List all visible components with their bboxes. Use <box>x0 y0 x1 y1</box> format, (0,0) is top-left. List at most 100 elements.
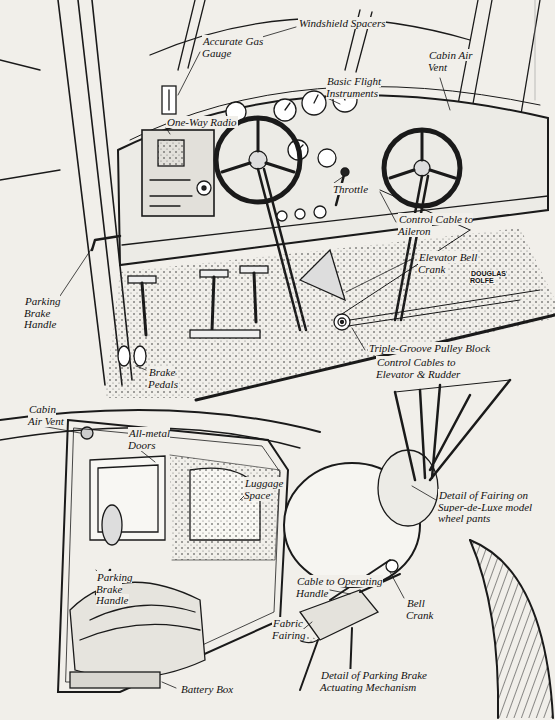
flight-instruments-stroke <box>318 149 336 167</box>
leader-lines-stroke <box>162 682 176 688</box>
part-label: Accurate Gas Gauge <box>202 36 264 59</box>
brake-mechanism-stroke <box>386 560 398 572</box>
bell-crank-and-pulley-stroke <box>342 230 540 326</box>
one-way-radio-stroke <box>202 186 206 190</box>
one-way-radio-stroke <box>158 140 184 166</box>
part-label: Detail of Parking Brake Actuating Mechan… <box>320 670 432 693</box>
wheel-pant-stroke <box>395 380 510 392</box>
throttle-stroke <box>295 209 305 219</box>
bell-crank-and-pulley-stroke <box>300 250 345 300</box>
part-label-text: Cabin Air Vent <box>428 49 473 73</box>
signature-text: DOUGLAS ROLFE <box>470 270 506 284</box>
leader-lines-stroke <box>440 78 450 110</box>
battery-box-stroke <box>70 672 160 688</box>
leader-lines-stroke <box>390 572 404 598</box>
leader-lines-stroke <box>136 366 146 370</box>
leader-lines-stroke <box>166 128 170 134</box>
rudder-pedals-stroke <box>142 283 146 335</box>
brake-pedals-stroke <box>134 346 146 366</box>
part-label: Throttle <box>332 184 392 196</box>
gas-gauge-stroke <box>168 90 169 110</box>
gas-gauge-stroke <box>162 86 176 114</box>
tire-stroke <box>470 540 553 718</box>
brake-pedals <box>118 346 146 366</box>
control-wheels-stroke <box>384 130 460 206</box>
tire <box>470 540 553 718</box>
cabin-side-stroke <box>66 428 280 682</box>
control-wheels-stroke <box>390 132 455 178</box>
part-label: Brake Pedals <box>148 367 200 390</box>
flight-instruments <box>226 88 357 167</box>
part-label: Basic Flight Instruments <box>326 76 406 99</box>
part-label-text: Accurate Gas Gauge <box>202 35 263 59</box>
leader-lines-stroke <box>412 486 436 500</box>
wheel-pant-stroke <box>378 450 438 526</box>
one-way-radio-stroke <box>150 195 192 196</box>
part-label-text: Battery Box <box>180 683 234 695</box>
leader-lines-stroke <box>346 258 414 292</box>
door-windows-stroke <box>102 505 122 545</box>
signature: DOUGLAS ROLFE <box>470 270 510 285</box>
leader-lines-stroke <box>178 52 200 95</box>
part-label: One-Way Radio <box>166 117 246 129</box>
rudder-pedals-stroke <box>212 277 214 330</box>
paper-edge-stroke <box>535 0 536 100</box>
part-label: Bell Crank <box>406 598 446 621</box>
one-way-radio <box>142 130 214 216</box>
part-label: Triple-Groove Pulley Block <box>368 343 528 355</box>
part-label: Fabric Fairing <box>272 618 322 641</box>
part-label-text: Brake Pedals <box>148 366 179 390</box>
floor-carpet-stroke <box>105 228 555 398</box>
rudder-pedals-stroke <box>190 330 260 338</box>
part-label-text: Fabric Fairing <box>272 617 307 641</box>
parking-brake-handle-top <box>92 236 120 250</box>
bell-crank-and-pulley-stroke <box>338 318 346 326</box>
cabin-side <box>0 410 320 692</box>
one-way-radio-stroke <box>150 205 180 206</box>
leader-lines-stroke <box>60 248 92 296</box>
bell-crank-and-pulley <box>300 190 540 330</box>
part-label-text: Luggage Space <box>244 477 284 501</box>
door-windows-stroke <box>90 456 165 540</box>
part-label-text: Control Cable to Aileron <box>398 213 473 237</box>
part-label: Battery Box <box>180 684 260 696</box>
part-label-text: Throttle <box>332 183 369 195</box>
control-wheels-stroke <box>249 151 267 169</box>
one-way-radio-stroke <box>197 181 211 195</box>
floor-carpet <box>105 228 555 400</box>
throttle-stroke <box>341 168 349 176</box>
battery-box <box>70 672 160 688</box>
brake-pedals-stroke <box>118 346 130 366</box>
part-label: Cabin Air Vent <box>28 404 70 427</box>
part-label-text: Cable to Operating Handle <box>296 575 383 599</box>
part-label-text: Parking Brake Handle <box>96 571 132 606</box>
part-label: Detail of Fairing on Super-de-Luxe model… <box>438 490 550 525</box>
control-wheels-stroke <box>216 118 300 202</box>
leader-lines-stroke <box>352 328 365 350</box>
one-way-radio-stroke <box>142 130 214 216</box>
part-label-text: Elevator Bell Crank <box>418 251 477 275</box>
part-label-text: Triple-Groove Pulley Block <box>368 342 491 354</box>
wheel-pant-stroke <box>395 380 510 480</box>
part-label: Control Cable to Aileron <box>398 214 483 237</box>
paper-edge <box>534 0 535 100</box>
part-label-text: Cabin Air Vent <box>28 403 65 427</box>
bell-crank-and-pulley-stroke <box>334 314 350 330</box>
luggage-space <box>170 455 280 560</box>
seat-stroke <box>70 582 205 678</box>
gas-gauge <box>162 86 176 114</box>
windshield-frame-stroke <box>0 60 60 180</box>
tire-stroke <box>470 540 553 718</box>
parking-brake-handle-top-stroke <box>92 236 120 250</box>
part-label-text: One-Way Radio <box>166 116 238 128</box>
leader-lines-stroke <box>140 450 155 462</box>
part-label: Parking Brake Handle <box>24 296 86 331</box>
bell-crank-and-pulley-stroke <box>341 321 344 324</box>
part-label-text: Detail of Parking Brake Actuating Mechan… <box>320 669 427 693</box>
one-way-radio-stroke <box>150 179 190 180</box>
part-label: Parking Brake Handle <box>96 572 156 607</box>
part-label-text: Basic Flight Instruments <box>326 75 381 99</box>
leader-lines-stroke <box>334 176 344 183</box>
seat <box>70 570 205 678</box>
